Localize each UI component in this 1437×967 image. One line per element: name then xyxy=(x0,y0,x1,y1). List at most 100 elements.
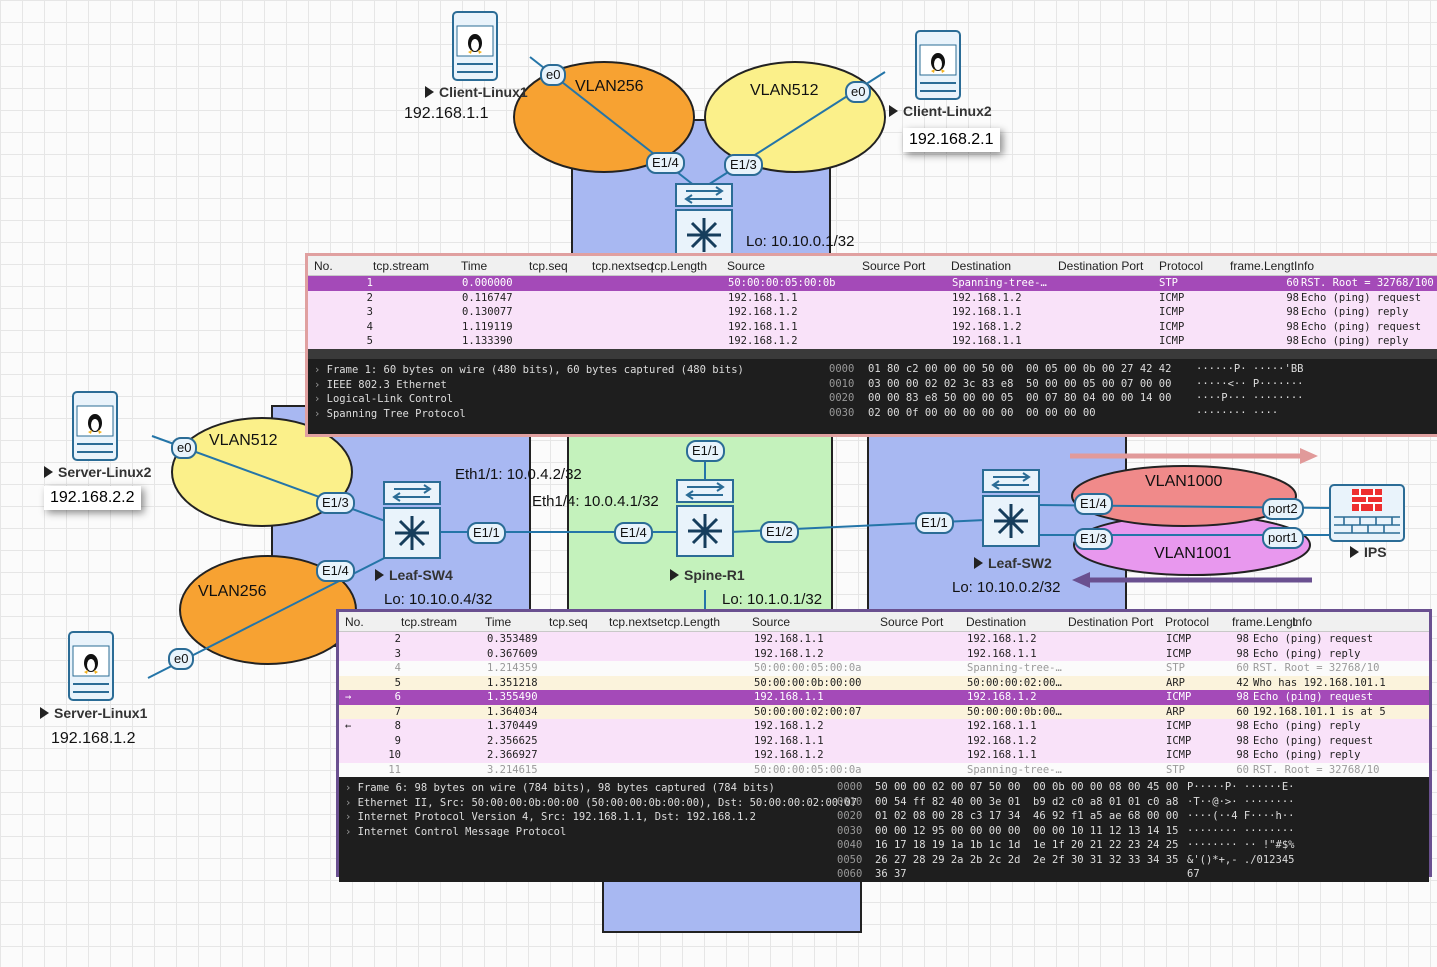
server-linux1-icon[interactable] xyxy=(68,631,114,701)
col-tcp-length[interactable]: tcp.Length xyxy=(651,259,708,273)
col-tcp-nextseq[interactable]: tcp.nextse xyxy=(609,615,664,629)
hex-offsets: 0000 0010 0020 0030 xyxy=(829,363,855,419)
col-time[interactable]: Time xyxy=(461,259,488,273)
packet-no: 5 xyxy=(366,335,373,347)
expand-arrow-icon[interactable]: › xyxy=(314,378,327,391)
col-destination-port[interactable]: Destination Port xyxy=(1058,259,1144,273)
port-e1-3[interactable]: E1/3 xyxy=(316,492,355,514)
col-tcp-nextseq[interactable]: tcp.nextseq xyxy=(592,259,654,273)
detail-tree-item[interactable]: › Spanning Tree Protocol xyxy=(314,407,814,422)
col-destination[interactable]: Destination xyxy=(951,259,1012,273)
packet-proto: STP xyxy=(1166,662,1185,674)
col-info[interactable]: Info xyxy=(1294,259,1315,273)
port-e1-1[interactable]: E1/1 xyxy=(686,440,725,462)
col-no[interactable]: No. xyxy=(345,615,364,629)
server-linux2-icon[interactable] xyxy=(72,391,118,461)
packet-proto: ICMP xyxy=(1159,320,1185,333)
detail-tree-item[interactable]: › Internet Protocol Version 4, Src: 192.… xyxy=(345,810,835,825)
col-tcp-stream[interactable]: tcp.stream xyxy=(401,615,458,629)
port-e1-3[interactable]: E1/3 xyxy=(1074,528,1113,550)
expand-arrow-icon[interactable]: › xyxy=(345,811,358,823)
col-source-port[interactable]: Source Port xyxy=(862,259,926,273)
port-e1-1[interactable]: E1/1 xyxy=(467,522,506,544)
col-protocol[interactable]: Protocol xyxy=(1159,259,1204,273)
col-tcp-stream[interactable]: tcp.stream xyxy=(373,259,430,273)
detail-tree-item[interactable]: › IEEE 802.3 Ethernet xyxy=(314,378,814,393)
col-no[interactable]: No. xyxy=(314,259,333,273)
top-switch-icon[interactable] xyxy=(675,183,733,261)
detail-tree-item[interactable]: › Frame 6: 98 bytes on wire (784 bits), … xyxy=(345,781,835,796)
expand-arrow-icon[interactable]: › xyxy=(345,796,358,809)
port-e0[interactable]: e0 xyxy=(845,81,872,103)
col-frame-length[interactable]: frame.Lengt xyxy=(1230,259,1295,273)
detail-tree-item[interactable]: › Logical-Link Control xyxy=(314,392,814,407)
detail-tree-item[interactable]: › Frame 1: 60 bytes on wire (480 bits), … xyxy=(314,363,814,378)
packet-dst: 50:00:00:02:00… xyxy=(967,676,1062,689)
port-e1-4[interactable]: E1/4 xyxy=(646,152,685,174)
ips-firewall-icon[interactable] xyxy=(1329,484,1405,542)
packet-no: 7 xyxy=(394,705,401,718)
vlan512-top-ellipse xyxy=(704,61,886,173)
port-e1-4[interactable]: E1/4 xyxy=(1074,493,1113,515)
port-e1-1[interactable]: E1/1 xyxy=(915,512,954,534)
expand-arrow-icon[interactable]: › xyxy=(314,393,327,405)
col-destination-port[interactable]: Destination Port xyxy=(1068,615,1154,629)
port-e1-3[interactable]: E1/3 xyxy=(724,154,763,176)
port-e1-4[interactable]: E1/4 xyxy=(316,560,355,582)
packet-len: 60 xyxy=(1236,662,1249,674)
expand-arrow-icon[interactable]: › xyxy=(345,782,358,794)
port-e1-4[interactable]: E1/4 xyxy=(614,522,653,544)
col-protocol[interactable]: Protocol xyxy=(1165,615,1210,629)
leaf-sw4-icon[interactable] xyxy=(383,481,441,559)
expand-arrow-icon[interactable]: › xyxy=(314,407,327,420)
port1[interactable]: port1 xyxy=(1262,527,1304,549)
client-linux1-icon[interactable] xyxy=(452,11,498,81)
packet-proto: STP xyxy=(1159,277,1178,289)
col-info[interactable]: Info xyxy=(1292,615,1313,629)
expand-arrow-icon[interactable]: › xyxy=(345,825,358,838)
packet-list-header: No. tcp.stream Time tcp.seq tcp.nextseq … xyxy=(308,256,1437,276)
col-source[interactable]: Source xyxy=(727,259,766,273)
col-frame-length[interactable]: frame.Lengt xyxy=(1232,615,1297,629)
port-e1-2[interactable]: E1/2 xyxy=(760,521,799,543)
port2[interactable]: port2 xyxy=(1262,498,1304,520)
vlan512-left-ellipse xyxy=(171,417,353,527)
detail-tree-item[interactable]: › Internet Control Message Protocol xyxy=(345,825,835,840)
leaf-sw2-icon[interactable] xyxy=(982,469,1040,547)
packet-proto: ICMP xyxy=(1159,335,1185,347)
packet-no: 11 xyxy=(388,763,401,776)
col-source[interactable]: Source xyxy=(752,615,791,629)
client-linux2-icon[interactable] xyxy=(915,30,961,100)
packet-list-scrollbar[interactable] xyxy=(308,348,1437,359)
spine-r1-icon[interactable] xyxy=(676,479,734,557)
col-tcp-seq[interactable]: tcp.seq xyxy=(549,615,588,629)
detail-tree-item[interactable]: › Ethernet II, Src: 50:00:00:0b:00:00 (5… xyxy=(345,796,857,811)
col-time[interactable]: Time xyxy=(485,615,512,629)
col-tcp-seq[interactable]: tcp.seq xyxy=(529,259,568,273)
packet-src: 192.168.1.2 xyxy=(728,306,798,318)
col-tcp-length[interactable]: tcp.Length xyxy=(664,615,721,629)
port-e0[interactable]: e0 xyxy=(171,437,198,459)
col-destination[interactable]: Destination xyxy=(966,615,1027,629)
port-e0[interactable]: e0 xyxy=(540,64,567,86)
packet-src: 50:00:00:05:00:0a xyxy=(754,763,862,776)
port-e0[interactable]: e0 xyxy=(168,648,195,670)
vlan1000-ellipse xyxy=(1071,465,1297,527)
expand-arrow-icon[interactable]: › xyxy=(314,364,327,376)
col-source-port[interactable]: Source Port xyxy=(880,615,944,629)
